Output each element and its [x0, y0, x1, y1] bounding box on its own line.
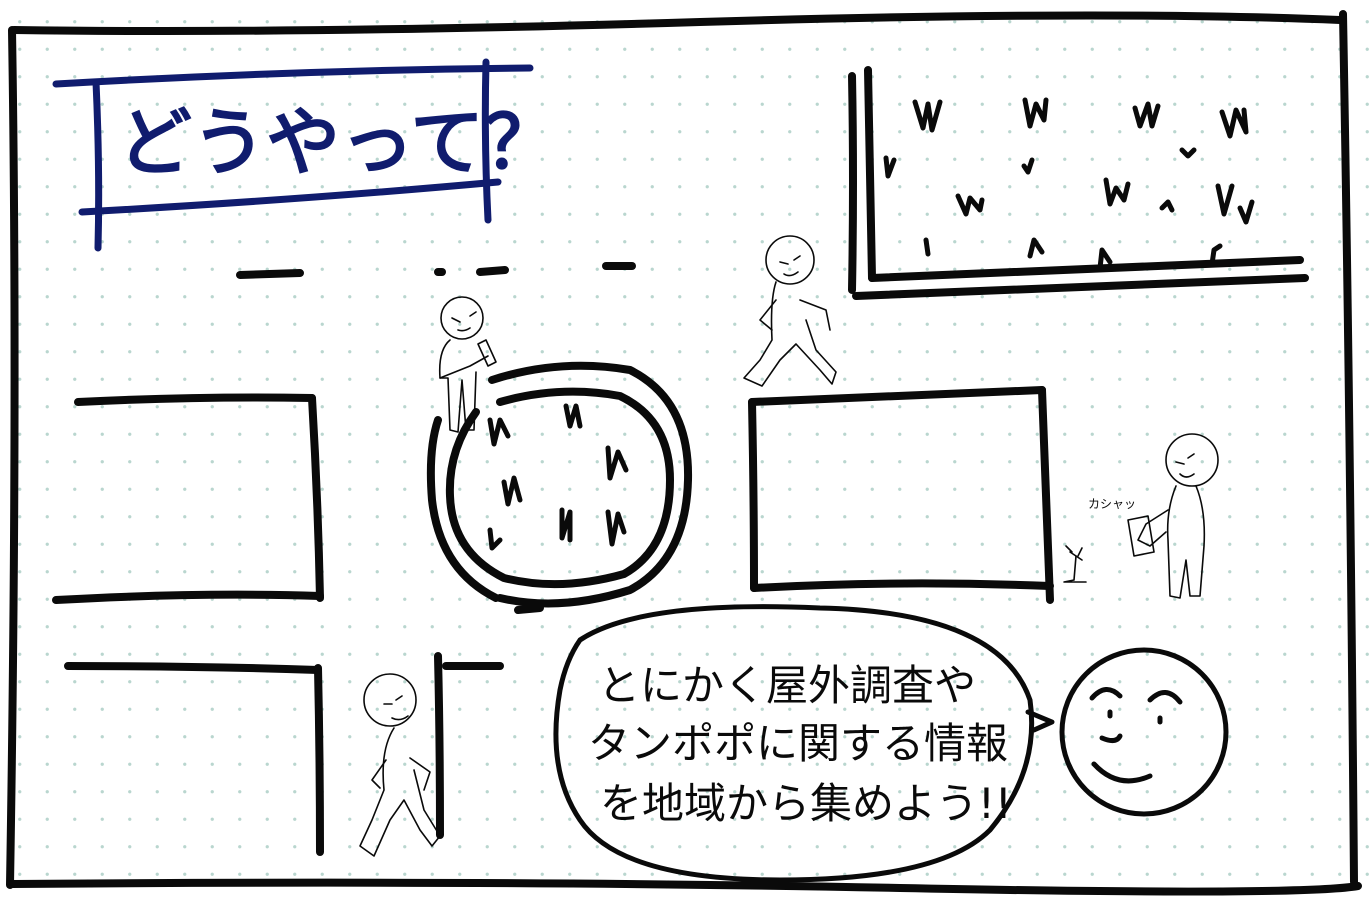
person-with-phone	[438, 296, 497, 433]
city-block-right	[748, 386, 1054, 604]
small-dandelion	[1063, 545, 1087, 583]
title-box: どうやって？	[52, 58, 558, 252]
title-text: どうやって？	[118, 100, 558, 186]
speech-line-3: を地域から集めよう!!	[600, 779, 1012, 828]
person-with-camera	[1127, 433, 1219, 599]
speech-line-2: タンポポに関する情報	[588, 719, 1008, 768]
field-top-right	[848, 66, 1309, 300]
city-block-left-bottom	[64, 662, 324, 856]
walking-person-bottom	[359, 673, 441, 857]
panel-border	[6, 10, 1362, 896]
dandelion-marks-roundabout	[487, 403, 629, 551]
speech-bubble: とにかく屋外調査や タンポポに関する情報 を地域から集めよう!!	[553, 604, 1055, 883]
dandelion-marks-field	[883, 97, 1255, 271]
roundabout	[426, 361, 693, 614]
walking-person	[743, 235, 837, 387]
speaker-face	[1059, 647, 1229, 817]
road-markings	[236, 262, 636, 279]
city-block-left-top	[52, 393, 324, 604]
sound-effect: カシャッ	[1088, 497, 1136, 511]
speech-line-1: とにかく屋外調査や	[598, 661, 976, 710]
road-edge	[434, 652, 504, 839]
